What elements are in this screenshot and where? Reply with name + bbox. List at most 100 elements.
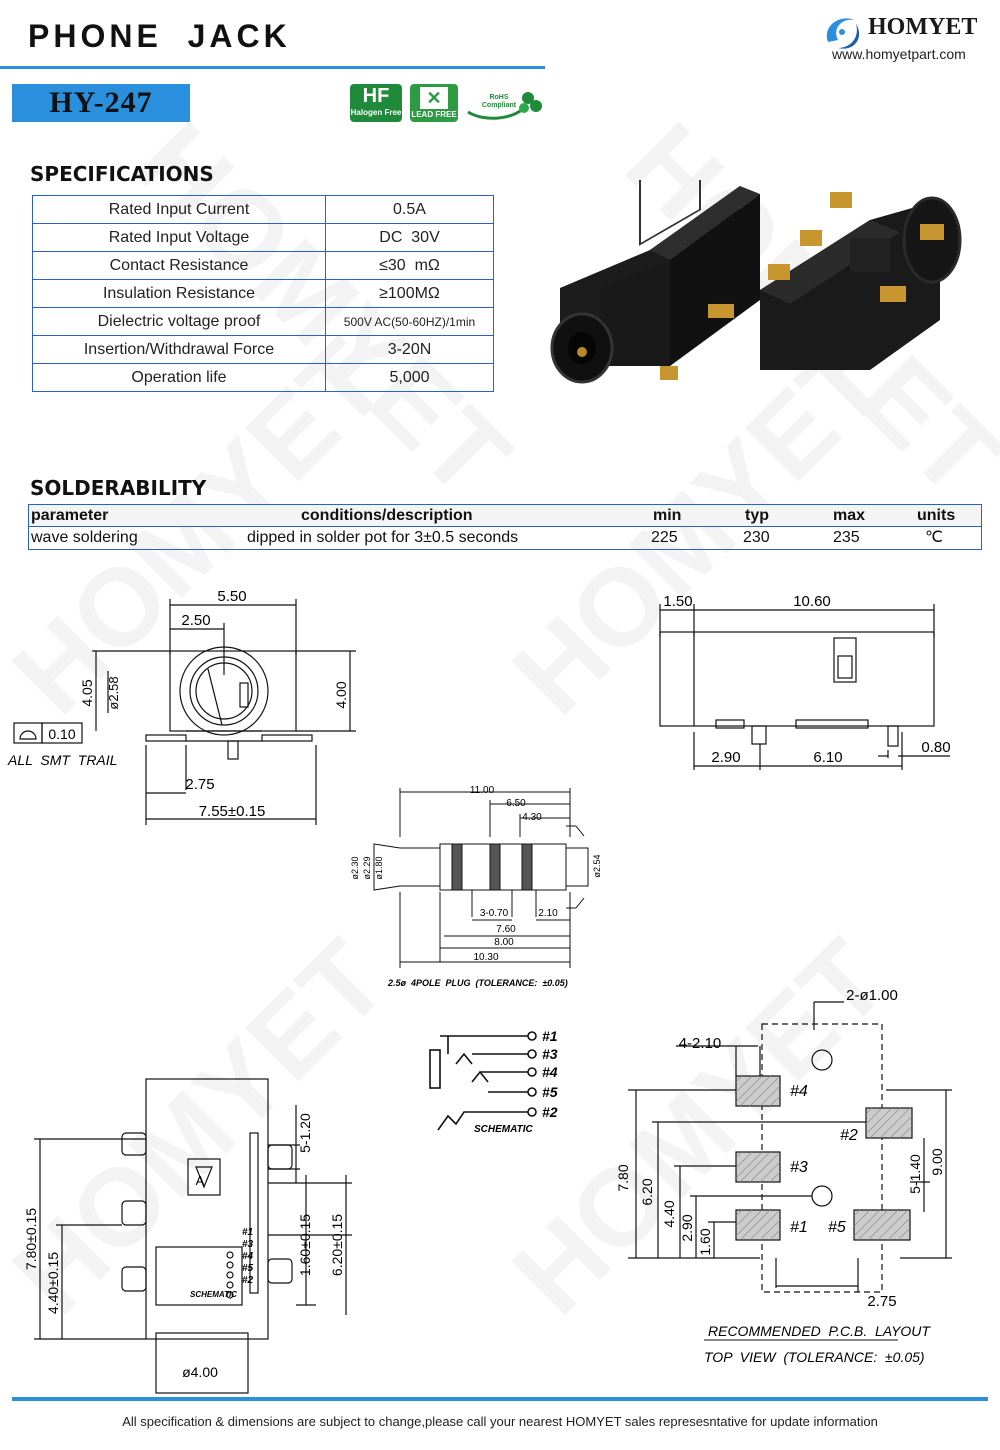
side-view-drawing: 1.50 10.60 2.90 6.10 0.80 [659,593,951,770]
plug-drawing: 11.00 6.50 4.30 ø2.30 ø2.29 ø1.80 ø2.54 … [350,785,602,988]
spec-label: Insulation Resistance [32,279,326,308]
direction-arrow-icon [195,1166,213,1189]
front-view-drawing: 5.50 2.50 4.05 ø2.58 4.00 2.75 7.55±0.15… [7,588,356,825]
dim-top-d4: 1.60±0.15 [297,1214,313,1276]
spec-value: ≤30 mΩ [325,251,494,280]
rohs-leaf-icon [467,92,542,120]
homyet-logo-icon [826,18,860,49]
top-pin-3: #3 [242,1239,254,1250]
pcb-layout-drawing: 2-ø1.00 4-2.10 7.80 6.20 4.40 2.90 1.60 … [615,987,952,1365]
dim-plug-l2: 6.50 [506,798,526,809]
dim-plug-d3: ø1.80 [374,856,384,879]
schematic-pin-3: #3 [542,1046,558,1062]
dim-plug-l8: 10.30 [473,952,498,963]
dim-pcb-d9: 9.00 [929,1148,945,1175]
solderability-header-row: parameter conditions/description min typ… [28,504,982,527]
dim-plug-l4: 3-0.70 [480,908,509,919]
dim-front-pad: 2.75 [185,776,214,793]
dim-plug-d2: ø2.29 [362,856,372,879]
dim-front-width: 5.50 [217,588,246,605]
pcb-pad-5: #5 [828,1219,846,1236]
dim-side-d5: 0.80 [921,739,950,756]
dim-flatness: 0.10 [48,726,75,742]
schematic-drawing: #1 #3 #4 #5 #2 SCHEMATIC [429,1028,558,1135]
col-header: parameter [31,507,109,524]
dim-front-height: 4.05 [79,679,95,706]
dim-plug-l6: 7.60 [496,924,516,935]
col-header: units [917,507,956,524]
spec-value: ≥100MΩ [325,279,494,308]
spec-label: Operation life [32,363,326,392]
lead-free-badge: ✕ LEAD FREE [410,84,458,122]
top-pin-4: #4 [242,1251,254,1262]
table-row: wave soldering dipped in solder pot for … [28,526,982,550]
spec-value: 500V AC(50-60HZ)/1min [325,307,494,336]
dim-front-right: 4.00 [333,681,349,708]
spec-label: Rated Input Voltage [32,223,326,252]
dim-side-d3: 2.90 [711,749,740,766]
dim-pcb-d7: 1.60 [697,1228,713,1255]
rohs-label: RoHS Compliant [481,94,517,109]
col-header: conditions/description [301,507,473,524]
dim-pcb-d5: 4.40 [661,1200,677,1227]
dim-front-half: 2.50 [181,612,210,629]
schematic-pin-4: #4 [542,1064,558,1080]
dim-top-d3: 4.40±0.15 [45,1252,61,1314]
col-header: typ [745,507,769,524]
dim-pcb-d8: 5-1.40 [907,1154,923,1194]
cell-max: 235 [833,529,860,546]
schematic-pin-2: #2 [542,1104,558,1120]
dim-top-d2: 7.80±0.15 [23,1208,39,1270]
dim-plug-d4: ø2.54 [592,854,602,877]
page-title: PHONE JACK [28,18,291,54]
pcb-pad-1: #1 [790,1219,808,1236]
schematic-pin-5: #5 [542,1084,558,1100]
lead-free-label: LEAD FREE [411,110,457,119]
pcb-pad-3: #3 [790,1159,808,1176]
dim-front-base: 7.55±0.15 [199,803,266,820]
cell-parameter: wave soldering [31,529,138,546]
dim-plug-l7: 8.00 [494,937,514,948]
dim-top-d1: 5-1.20 [297,1113,313,1153]
dim-pcb-d6: 2.90 [679,1214,695,1241]
title-rule [0,66,545,69]
rohs-badge: RoHS Compliant [464,86,544,122]
dim-pcb-d2: 4-2.10 [679,1035,722,1052]
spec-value: DC 30V [325,223,494,252]
dim-pcb-d3: 7.80 [615,1164,631,1191]
cell-min: 225 [651,529,678,546]
product-photo [550,180,962,384]
top-pin-1: #1 [242,1227,254,1238]
pcb-caption-1: RECOMMENDED P.C.B. LAYOUT [708,1323,931,1339]
dim-plug-l3: 4.30 [522,812,542,823]
dim-top-d5: 6.20±0.15 [329,1214,345,1276]
cell-units: ℃ [925,529,943,546]
dim-plug-l1: 11.00 [470,785,495,796]
pcb-pad-2: #2 [840,1127,858,1144]
pcb-pad-4: #4 [790,1083,808,1100]
cell-typ: 230 [743,529,770,546]
plug-caption: 2.5ø 4POLE PLUG (TOLERANCE: ±0.05) [387,978,568,988]
col-header: max [833,507,866,524]
pcb-caption-2: TOP VIEW (TOLERANCE: ±0.05) [704,1349,925,1365]
halogen-free-badge: HF Halogen Free [350,84,402,122]
spec-label: Dielectric voltage proof [32,307,326,336]
table-row: Contact Resistance≤30 mΩ [32,251,494,280]
footer-note: All specification & dimensions are subje… [122,1414,878,1429]
spec-label: Contact Resistance [32,251,326,280]
schematic-pin-1: #1 [542,1028,558,1044]
top-pin-2: #2 [242,1275,254,1286]
dim-pcb-d10: 2.75 [867,1293,896,1310]
dim-front-diameter: ø2.58 [106,676,121,709]
spec-value: 0.5A [325,195,494,224]
dim-plug-l5: 2.10 [538,908,558,919]
spec-value: 5,000 [325,363,494,392]
model-badge: HY-247 [12,84,190,122]
spec-label: Rated Input Current [32,195,326,224]
dim-side-d2: 10.60 [793,593,831,610]
smt-note: ALL SMT TRAIL [7,752,117,768]
halogen-free-label: Halogen Free [350,108,402,117]
